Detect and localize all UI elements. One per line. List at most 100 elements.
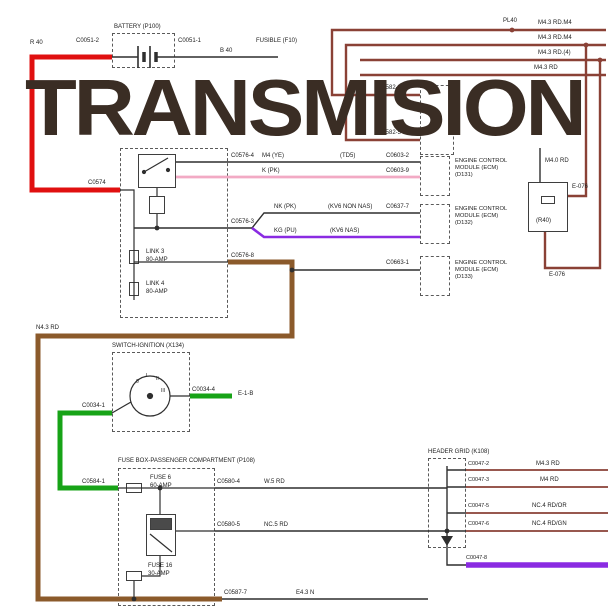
- junction-dot: [157, 485, 163, 491]
- connector-label: C0051-2: [76, 38, 100, 44]
- wire-label: M4.3 RD.(4): [538, 50, 571, 56]
- relay-symbol: [146, 514, 176, 556]
- fuse16-symbol: [126, 571, 142, 581]
- ignition-switch-center: [146, 392, 154, 400]
- junction-dot: [131, 596, 137, 602]
- connector-label: C0034-4: [192, 387, 216, 393]
- wire-label: E4.3 N: [296, 590, 315, 596]
- connector-label: C0580-4: [217, 479, 241, 485]
- connector-label: C0587-7: [224, 590, 248, 596]
- fuse-rating-label: 80-AMP: [146, 289, 168, 295]
- relay-switch-arm: [143, 157, 169, 173]
- fuse-rating-label: 60-AMP: [150, 483, 172, 489]
- ignition-green-feed: [57, 410, 118, 491]
- ignition-switch-box: [112, 352, 190, 432]
- connector-label: C0582-5: [378, 130, 402, 136]
- switch-position-1: I: [146, 373, 148, 379]
- connector-label: C0663-1: [386, 260, 410, 266]
- main-brown-feed: [35, 259, 295, 602]
- switch-position-2: II: [156, 376, 159, 382]
- ecm2-label: ENGINE CONTROL MODULE (ECM)(D132): [455, 206, 507, 226]
- engine-fusebox: [420, 85, 454, 155]
- wire-label: M4.3 RD: [534, 65, 558, 71]
- wire-label: M4.3 RD.M4: [538, 20, 572, 26]
- ecm-box-1: [420, 156, 450, 196]
- header-grid-arrow: [441, 536, 453, 546]
- connector-label: C0047-3: [468, 477, 490, 483]
- battery-positive-cable: [29, 54, 120, 193]
- battery-label: BATTERY (P100): [114, 24, 161, 30]
- junction-dot: [509, 27, 515, 33]
- fuse-rating-label: 80-AMP: [146, 257, 168, 263]
- main-feed-bus-2: [344, 43, 606, 142]
- wire-label: M4.3 RD: [536, 461, 560, 467]
- relay-coil: [150, 518, 172, 530]
- transmission-title-overlay: TRANSMISION: [25, 63, 587, 152]
- splice-label: E-1-B: [238, 391, 254, 397]
- fuse-label: LINK 3: [146, 249, 165, 255]
- connector-label: C0580-5: [217, 522, 241, 528]
- wire-label: M4.0 RD: [545, 158, 569, 164]
- relay-arm-contact: [165, 167, 171, 173]
- connector-label: C0576-3: [231, 219, 255, 225]
- wire-label: W.5 RD: [264, 479, 285, 485]
- wire-label: NK (PK): [274, 204, 297, 210]
- splice-label: PL40: [503, 18, 518, 24]
- connector-label: C0576-8: [231, 253, 255, 259]
- connector-label: C0603-9: [386, 168, 410, 174]
- switch-position-3: III: [161, 388, 166, 394]
- relay-arm-pivot: [141, 169, 147, 175]
- wire-label: KG (PU): [274, 228, 297, 234]
- wire-label: NC.4 RD/GN: [532, 521, 567, 527]
- junction-dot: [583, 42, 589, 48]
- wire-label: B 40: [220, 48, 233, 54]
- feed-drop-right-1: [568, 45, 588, 198]
- ecm2-feed-kv6: [134, 212, 420, 229]
- ground-label: E-076: [572, 184, 589, 190]
- fuse16-feed: [142, 556, 161, 577]
- ecm-box-3: [420, 256, 450, 296]
- ecm-box-2: [420, 204, 450, 244]
- relay-switch-symbol: [138, 154, 176, 188]
- variant-label-kv6: (KV6 NON NAS): [328, 204, 373, 210]
- connector-label: C0582-8: [378, 85, 402, 91]
- main-feed-bus-1: [330, 28, 606, 97]
- connector-label: C0051-1: [178, 38, 202, 44]
- feed-drop-right-2: [543, 60, 602, 270]
- wire-label-r40: R 40: [30, 40, 43, 46]
- fuse-label: FUSE 16: [148, 563, 173, 569]
- connector-label: C0047-6: [468, 521, 490, 527]
- junction-dot: [597, 57, 603, 63]
- megafuse-r40-box: [528, 182, 568, 232]
- junction-dot: [444, 528, 450, 534]
- junction-dot: [289, 267, 295, 273]
- connector-label: C0603-2: [386, 153, 410, 159]
- connector-label: C0584-1: [82, 479, 106, 485]
- wire-label: M4.3 RD.M4: [538, 35, 572, 41]
- connector-label: C0047-2: [468, 461, 490, 467]
- passenger-fusebox: [118, 468, 215, 606]
- ecm1-label: ENGINE CONTROL MODULE (ECM)(D131): [455, 158, 507, 178]
- connector-label: C0047-5: [468, 503, 490, 509]
- connector-label: C0047-8: [466, 555, 488, 561]
- ecm2-feed-kv6nas: [251, 226, 420, 239]
- header-grid-label: HEADER GRID (K108): [428, 449, 490, 455]
- fuse-label: LINK 4: [146, 281, 165, 287]
- junction-dot: [154, 225, 160, 231]
- ground-label: E-076: [549, 272, 566, 278]
- connector-label: C0637-7: [386, 204, 410, 210]
- connector-label: C0574: [88, 180, 106, 186]
- connector-label: C0576-4: [231, 153, 255, 159]
- fusebox-label: FUSE BOX-PASSENGER COMPARTMENT (P108): [118, 458, 255, 464]
- r40-fuse-element: [541, 196, 555, 204]
- variant-label-kv6nas: (KV6 NAS): [330, 228, 360, 234]
- battery-box: [112, 33, 175, 68]
- megafuse-label: (R40): [536, 218, 552, 224]
- inline-fuse-symbol: [149, 196, 165, 214]
- connector-label: C0034-1: [82, 403, 106, 409]
- switch-position-0: 0: [136, 379, 139, 385]
- link-rail: [120, 189, 135, 300]
